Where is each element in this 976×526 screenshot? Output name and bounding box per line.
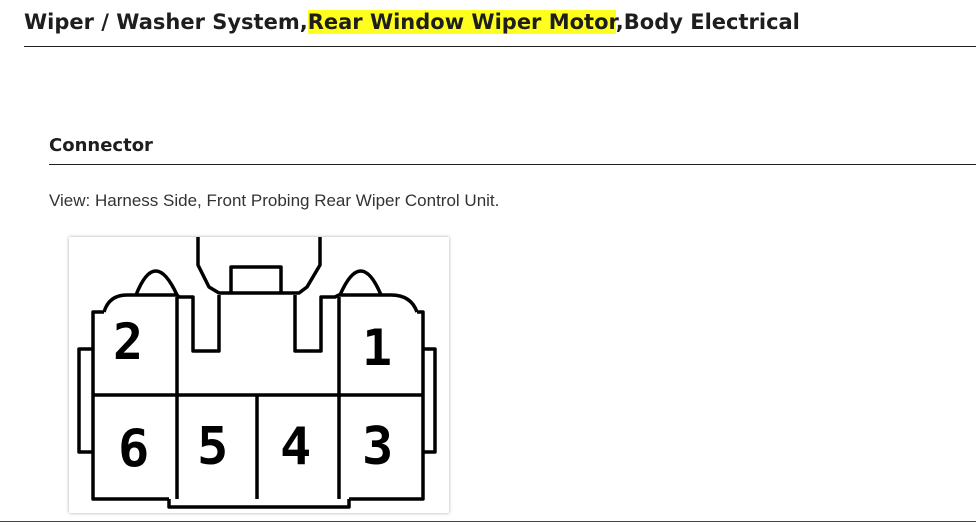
pin-label-4: 4 [280,417,312,477]
section-heading: Connector [49,135,153,156]
title-category: ,Body Electrical [615,10,800,34]
section-divider [49,164,976,165]
pin-label-2: 2 [113,313,144,371]
page-title: Wiper / Washer System,Rear Window Wiper … [24,10,800,34]
page-bottom-divider [0,521,976,522]
title-highlight: Rear Window Wiper Motor [307,10,616,34]
pin-label-5: 5 [197,417,229,477]
title-system: Wiper / Washer System, [24,10,308,34]
pin-label-6: 6 [118,419,150,479]
view-description: View: Harness Side, Front Probing Rear W… [49,191,500,210]
connector-diagram: 2 1 6 5 4 3 [69,237,449,513]
connector-drawing [77,237,437,509]
title-divider [24,46,976,47]
pin-label-3: 3 [362,417,394,477]
pin-label-1: 1 [362,319,393,377]
